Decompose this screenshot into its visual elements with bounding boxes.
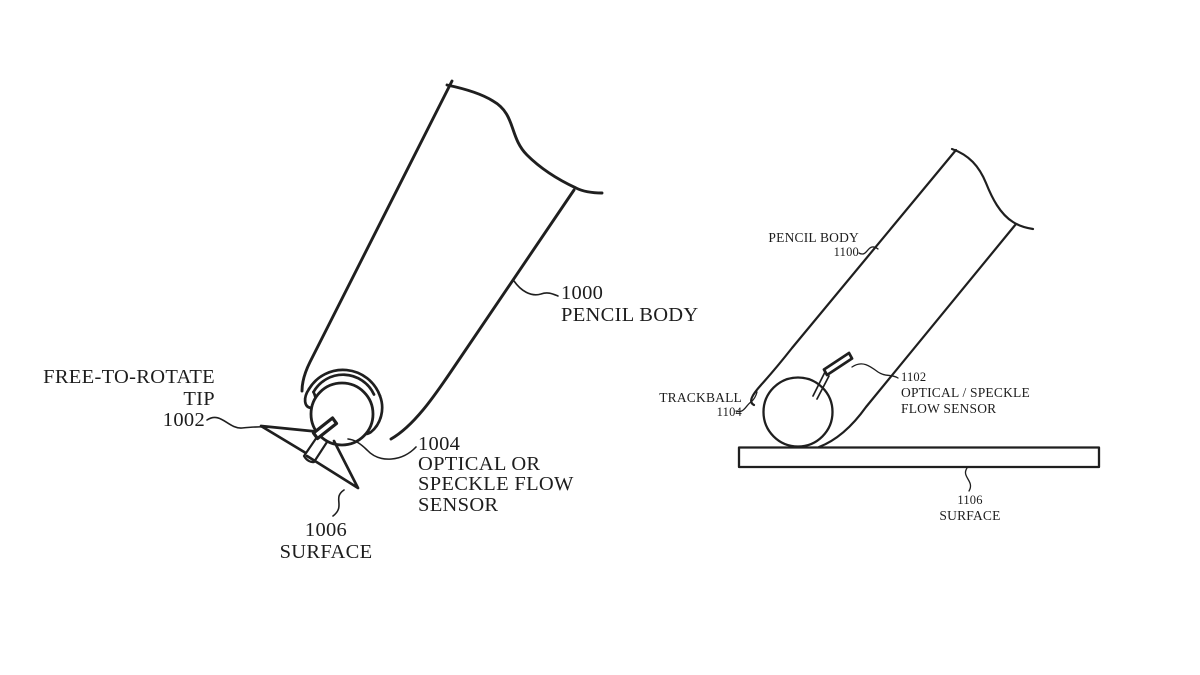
pencil-right-edge [389, 188, 576, 441]
tip-socket-inner-arc [312, 373, 376, 396]
label-trackball: TRACKBALL 1104 [620, 390, 742, 420]
sensor-stem [812, 371, 830, 400]
leader-1100 [858, 246, 879, 255]
ref-1006: 1006 [304, 519, 348, 541]
label-pencil-body-left-text: PENCIL BODY [561, 303, 699, 326]
label-tip-line2: TIP [183, 387, 215, 410]
leader-1000 [513, 280, 559, 297]
ref-1000: 1000 [561, 282, 604, 304]
ref-1100: 1100 [833, 245, 859, 260]
label-pencil-body-right: PENCIL BODY 1100 [739, 230, 859, 260]
label-surface-right-text: SURFACE [939, 508, 1001, 524]
label-optical-sensor-right: 1102 OPTICAL / SPECKLE FLOW SENSOR [901, 370, 1030, 416]
figure-left-drawing [206, 79, 604, 517]
figure-right-drawing [735, 147, 1101, 492]
sensor-cone [302, 435, 329, 464]
surface-wedge-left-blade [259, 424, 318, 454]
label-sensor-left-line3: SENSOR [418, 493, 499, 516]
tip-socket-outer-arc [307, 368, 382, 398]
pencil-right-edge [817, 222, 1018, 449]
sensor-bar [311, 416, 339, 441]
leader-1104 [735, 391, 758, 413]
label-trackball-text: TRACKBALL [659, 390, 742, 405]
label-optical-sensor-left: 1004 OPTICAL OR SPECKLE FLOW SENSOR [418, 434, 574, 515]
label-pencil-body-left: 1000 PENCIL BODY [561, 282, 699, 326]
label-sensor-left-line1: OPTICAL OR [418, 453, 541, 476]
trackball [762, 376, 834, 448]
label-sensor-right-line2: FLOW SENSOR [901, 400, 997, 416]
ref-1004: 1004 [418, 433, 461, 455]
label-surface-left: 1006 SURFACE [261, 519, 391, 563]
leader-1002 [206, 416, 264, 429]
leader-1004 [347, 438, 417, 460]
label-sensor-left-line2: SPECKLE FLOW [418, 473, 574, 496]
ref-1104: 1104 [716, 405, 742, 420]
ref-1106: 1106 [957, 493, 983, 507]
label-surface-left-text: SURFACE [279, 540, 373, 563]
label-surface-right: 1106 SURFACE [910, 493, 1030, 523]
leader-1106 [964, 467, 972, 492]
sensor-bar [822, 351, 854, 377]
leader-1102 [851, 363, 899, 379]
pencil-left-edge [300, 79, 454, 393]
surface-wedge-right-blade [305, 439, 360, 490]
pencil-break-curve [950, 147, 1035, 231]
ref-1102: 1102 [901, 370, 927, 384]
label-tip-line1: FREE-TO-ROTATE [43, 366, 215, 388]
leader-1006 [332, 489, 345, 517]
pencil-break-curve [445, 83, 604, 195]
label-sensor-right-line1: OPTICAL / SPECKLE [901, 385, 1030, 401]
label-free-to-rotate-tip: FREE-TO-ROTATE TIP 1002 [20, 366, 215, 432]
surface-slab [737, 446, 1101, 469]
label-pencil-body-right-text: PENCIL BODY [768, 230, 859, 245]
ref-1002: 1002 [162, 409, 205, 432]
